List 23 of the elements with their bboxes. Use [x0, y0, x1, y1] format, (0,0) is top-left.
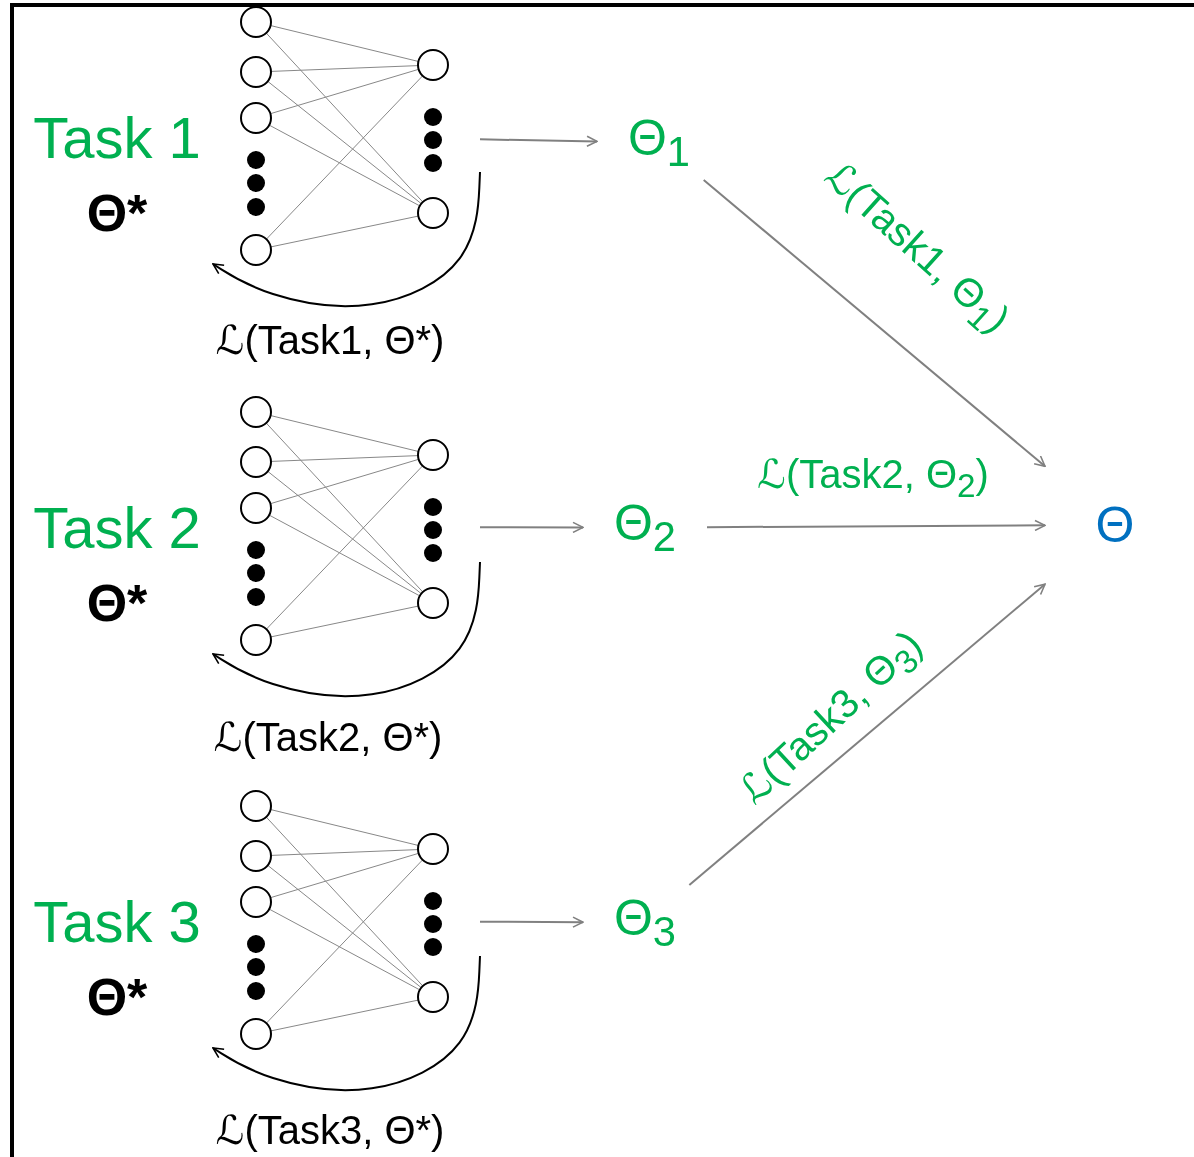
- parameter-label: Θ$_{3}$: [583, 885, 707, 960]
- arrow: [479, 521, 584, 534]
- arrow: [688, 583, 1046, 886]
- curved-arrow: [212, 561, 481, 698]
- parameter-label: Θ: [1045, 455, 1185, 595]
- parameter-label: Θ*: [86, 187, 148, 239]
- curved-arrow: [212, 955, 481, 1092]
- task-label: Task 2: [33, 499, 201, 557]
- edge-label: ℒ(Task1, Θ*): [215, 318, 445, 362]
- edge-label: ℒ(Task2, Θ*): [213, 715, 443, 759]
- parameter-label: Θ$_{2}$: [583, 490, 707, 565]
- edge-label: ℒ(Task3, Θ*): [215, 1108, 445, 1152]
- curved-arrow: [212, 171, 481, 308]
- arrow: [479, 135, 598, 148]
- arrow: [702, 179, 1046, 468]
- edge-label: ℒ(Task2, Θ$_{2}$): [757, 451, 989, 505]
- task-label: Task 3: [33, 893, 201, 951]
- task-label: Task 1: [33, 109, 201, 167]
- arrow: [706, 519, 1046, 532]
- arrow: [479, 916, 584, 928]
- parameter-label: Θ*: [86, 577, 148, 629]
- parameter-label: Θ*: [86, 971, 148, 1023]
- parameter-label: Θ$_{1}$: [597, 105, 721, 180]
